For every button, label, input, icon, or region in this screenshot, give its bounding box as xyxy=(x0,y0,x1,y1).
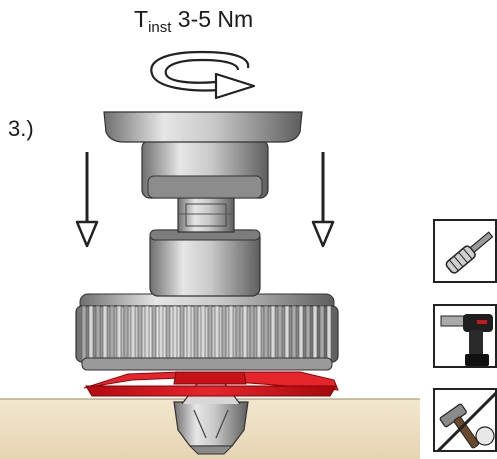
tool-panel-drill xyxy=(433,304,497,368)
step-label: 3.) xyxy=(8,116,34,141)
rotation-arrow-icon xyxy=(150,50,256,100)
gear-tooth xyxy=(312,305,318,363)
gear-bit xyxy=(75,293,339,371)
gear-tooth xyxy=(228,305,234,363)
gear-tooth xyxy=(200,305,206,363)
tool-panel-hammer-prohibited xyxy=(433,388,497,452)
gear-tooth xyxy=(277,305,283,363)
tool-shank xyxy=(149,195,261,297)
gear-tooth xyxy=(116,305,122,363)
gear-tooth xyxy=(305,305,311,363)
torque-value: 3-5 Nm xyxy=(177,6,254,32)
hammer-prohibited-icon xyxy=(436,391,495,450)
torque-symbol: T xyxy=(134,6,149,32)
gear-tooth xyxy=(144,305,150,363)
drill-chuck xyxy=(103,111,303,199)
gear-tooth xyxy=(179,305,185,363)
screwdriver-icon xyxy=(445,231,494,274)
gear-tooth xyxy=(102,305,108,363)
gear-tooth xyxy=(186,305,192,363)
gear-tooth xyxy=(151,305,157,363)
gear-tooth xyxy=(137,305,143,363)
gear-tooth xyxy=(242,305,248,363)
gear-tooth xyxy=(158,305,164,363)
push-arrow-right-icon xyxy=(311,152,335,248)
tool-panel-screwdriver xyxy=(433,219,497,283)
gear-tooth xyxy=(221,305,227,363)
gear-tooth xyxy=(130,305,136,363)
gear-tooth xyxy=(193,305,199,363)
gear-tooth xyxy=(249,305,255,363)
gear-tooth xyxy=(263,305,269,363)
gear-tooth xyxy=(214,305,220,363)
anchor-flange xyxy=(83,371,339,397)
gear-tooth xyxy=(284,305,290,363)
gear-tooth xyxy=(270,305,276,363)
gear-tooth xyxy=(123,305,129,363)
gear-tooth xyxy=(235,305,241,363)
torque-label: Tinst 3-5 Nm xyxy=(134,6,253,36)
gear-tooth xyxy=(319,305,325,363)
gear-tooth xyxy=(207,305,213,363)
gear-tooth xyxy=(81,305,87,363)
cordless-drill-icon xyxy=(440,314,493,366)
torque-subscript: inst xyxy=(148,19,172,36)
gear-tooth xyxy=(95,305,101,363)
gear-tooth xyxy=(256,305,262,363)
gear-tooth xyxy=(88,305,94,363)
gear-tooth xyxy=(326,305,332,363)
gear-tooth xyxy=(291,305,297,363)
gear-tooth xyxy=(165,305,171,363)
gear-tooth xyxy=(172,305,178,363)
gear-tooth xyxy=(298,305,304,363)
push-arrow-left-icon xyxy=(75,152,99,248)
gear-tooth xyxy=(109,305,115,363)
